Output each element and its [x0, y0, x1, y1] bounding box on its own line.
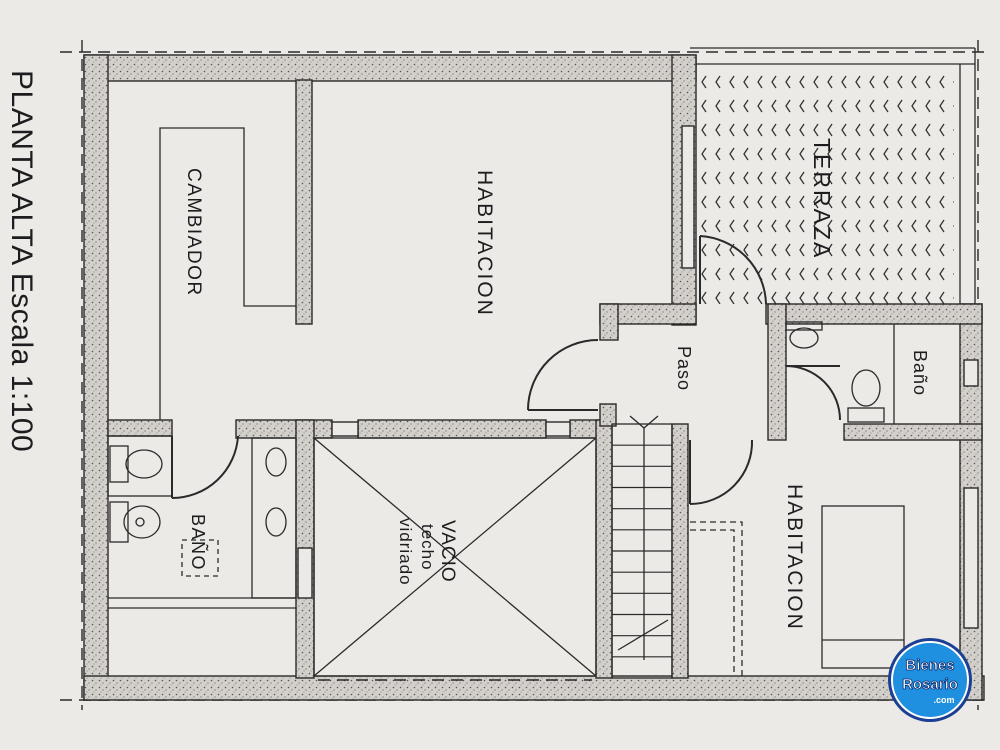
stair-steps [612, 444, 672, 658]
room-label-habitacion-main: HABITACION [473, 170, 496, 317]
room-label-vacio: VACIO [437, 520, 458, 583]
room-label-vidriado: vidriado [396, 518, 415, 586]
room-label-bano-left: BAÑO [188, 514, 209, 571]
room-label-bano-right: Baño [910, 350, 930, 396]
stair-arrow [617, 415, 669, 660]
plan-title: PLANTA ALTA Escala 1:100 [5, 70, 38, 452]
bathroom-fixtures-right [785, 321, 895, 424]
windows [297, 125, 979, 629]
bedroom-furniture [690, 505, 905, 676]
room-label-paso: Paso [674, 346, 694, 391]
closet-outline [159, 127, 296, 420]
room-label-terraza: TERRAZA [809, 138, 835, 259]
room-label-habitacion-second: HABITACION [783, 484, 806, 631]
logo-line-3: .com [933, 695, 954, 705]
room-label-techo: techo [418, 524, 437, 571]
bienes-rosario-logo: Bienes Rosario .com [888, 638, 972, 722]
void-skylight [313, 437, 597, 681]
room-label-cambiador: CAMBIADOR [183, 168, 204, 297]
bathroom-fixtures-left [107, 435, 297, 609]
walls [83, 54, 985, 701]
logo-line-2: Rosario [902, 676, 958, 693]
terrace-tile-pattern [696, 72, 954, 304]
logo-line-1: Bienes [905, 657, 954, 674]
